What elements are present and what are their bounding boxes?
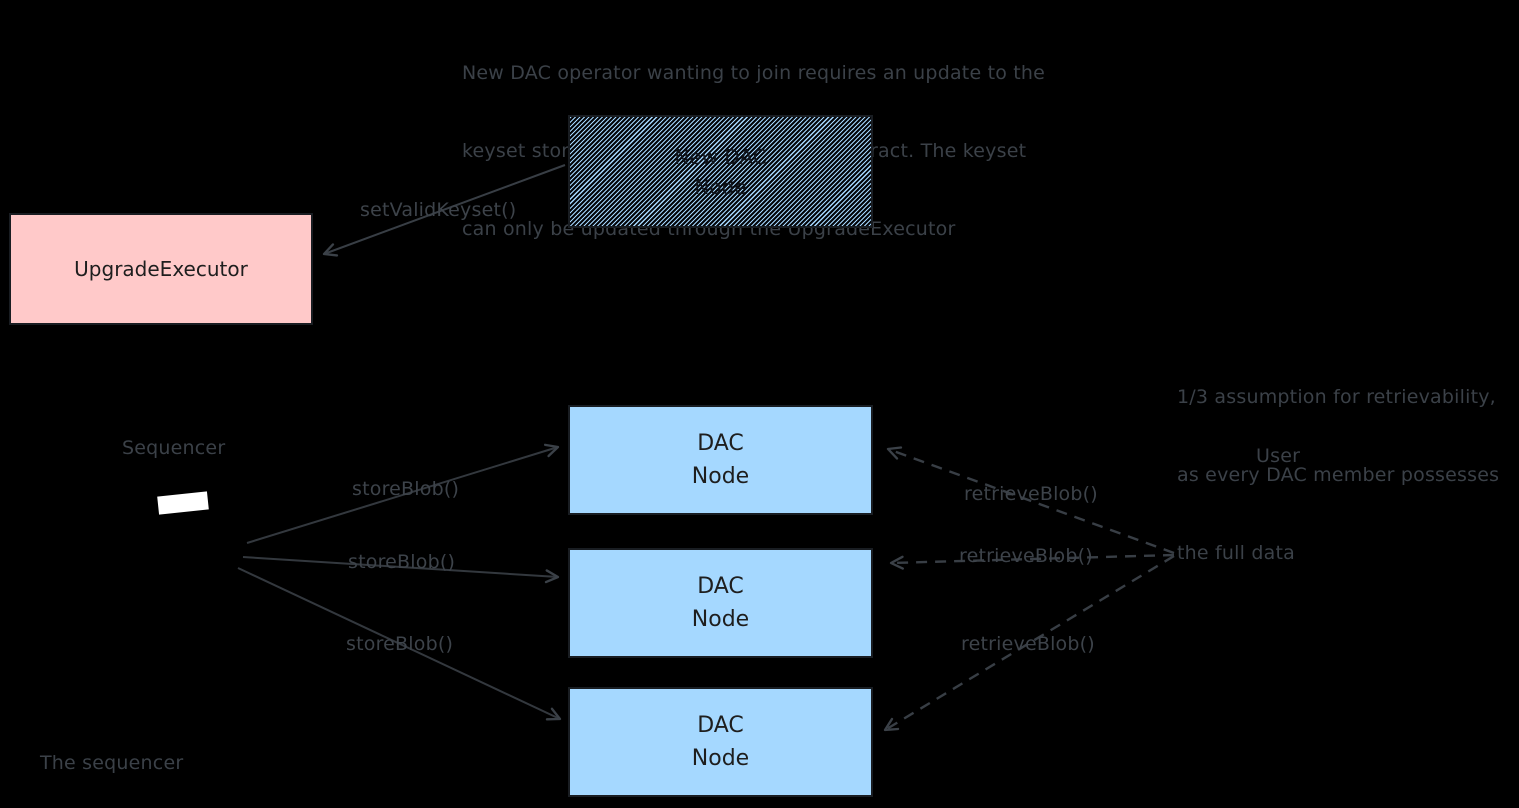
- node-new-dac-label: New DAC: [674, 144, 767, 169]
- node-dac-label: Node: [691, 746, 750, 771]
- edge-label-retrieve-blob-2: retrieveBlob(): [959, 545, 1093, 567]
- edge-label-store-blob-3: storeBlob(): [346, 633, 454, 655]
- node-upgrade-executor-label: UpgradeExecutor: [74, 257, 248, 281]
- note-line: as every DAC member possesses: [1177, 464, 1500, 486]
- sequencer-label: Sequencer: [122, 437, 226, 459]
- edge-label-retrieve-blob-1: retrieveBlob(): [964, 483, 1098, 505]
- node-upgrade-executor: UpgradeExecutor: [9, 213, 313, 325]
- edge-label-set-valid-keyset: setValidKeyset(): [360, 199, 517, 221]
- node-dac-3: DAC Node: [568, 687, 873, 797]
- note-line: the full data: [1177, 542, 1295, 564]
- node-dac-label: DAC: [697, 431, 744, 456]
- node-dac-label: Node: [691, 464, 750, 489]
- node-new-dac: New DAC Node: [568, 115, 873, 228]
- note-line: 1/3 assumption for retrievability,: [1177, 386, 1496, 408]
- edge-label-retrieve-blob-3: retrieveBlob(): [961, 633, 1095, 655]
- note-sequencer-parallel: The sequencer sends full data to all mem…: [40, 698, 263, 808]
- node-dac-2: DAC Node: [568, 548, 873, 658]
- note-line: The sequencer: [40, 752, 184, 774]
- sequencer-shape: [157, 491, 209, 515]
- node-new-dac-label: Node: [694, 174, 747, 199]
- node-dac-label: Node: [691, 607, 750, 632]
- edge-label-store-blob-2: storeBlob(): [348, 551, 456, 573]
- note-retrievability-assumption: 1/3 assumption for retrievability, as ev…: [1177, 332, 1499, 618]
- node-dac-label: DAC: [697, 574, 744, 599]
- user-label: User: [1256, 445, 1301, 467]
- node-dac-1: DAC Node: [568, 405, 873, 515]
- node-dac-label: DAC: [697, 713, 744, 738]
- edge-label-store-blob-1: storeBlob(): [352, 478, 460, 500]
- note-line: New DAC operator wanting to join require…: [462, 62, 1046, 84]
